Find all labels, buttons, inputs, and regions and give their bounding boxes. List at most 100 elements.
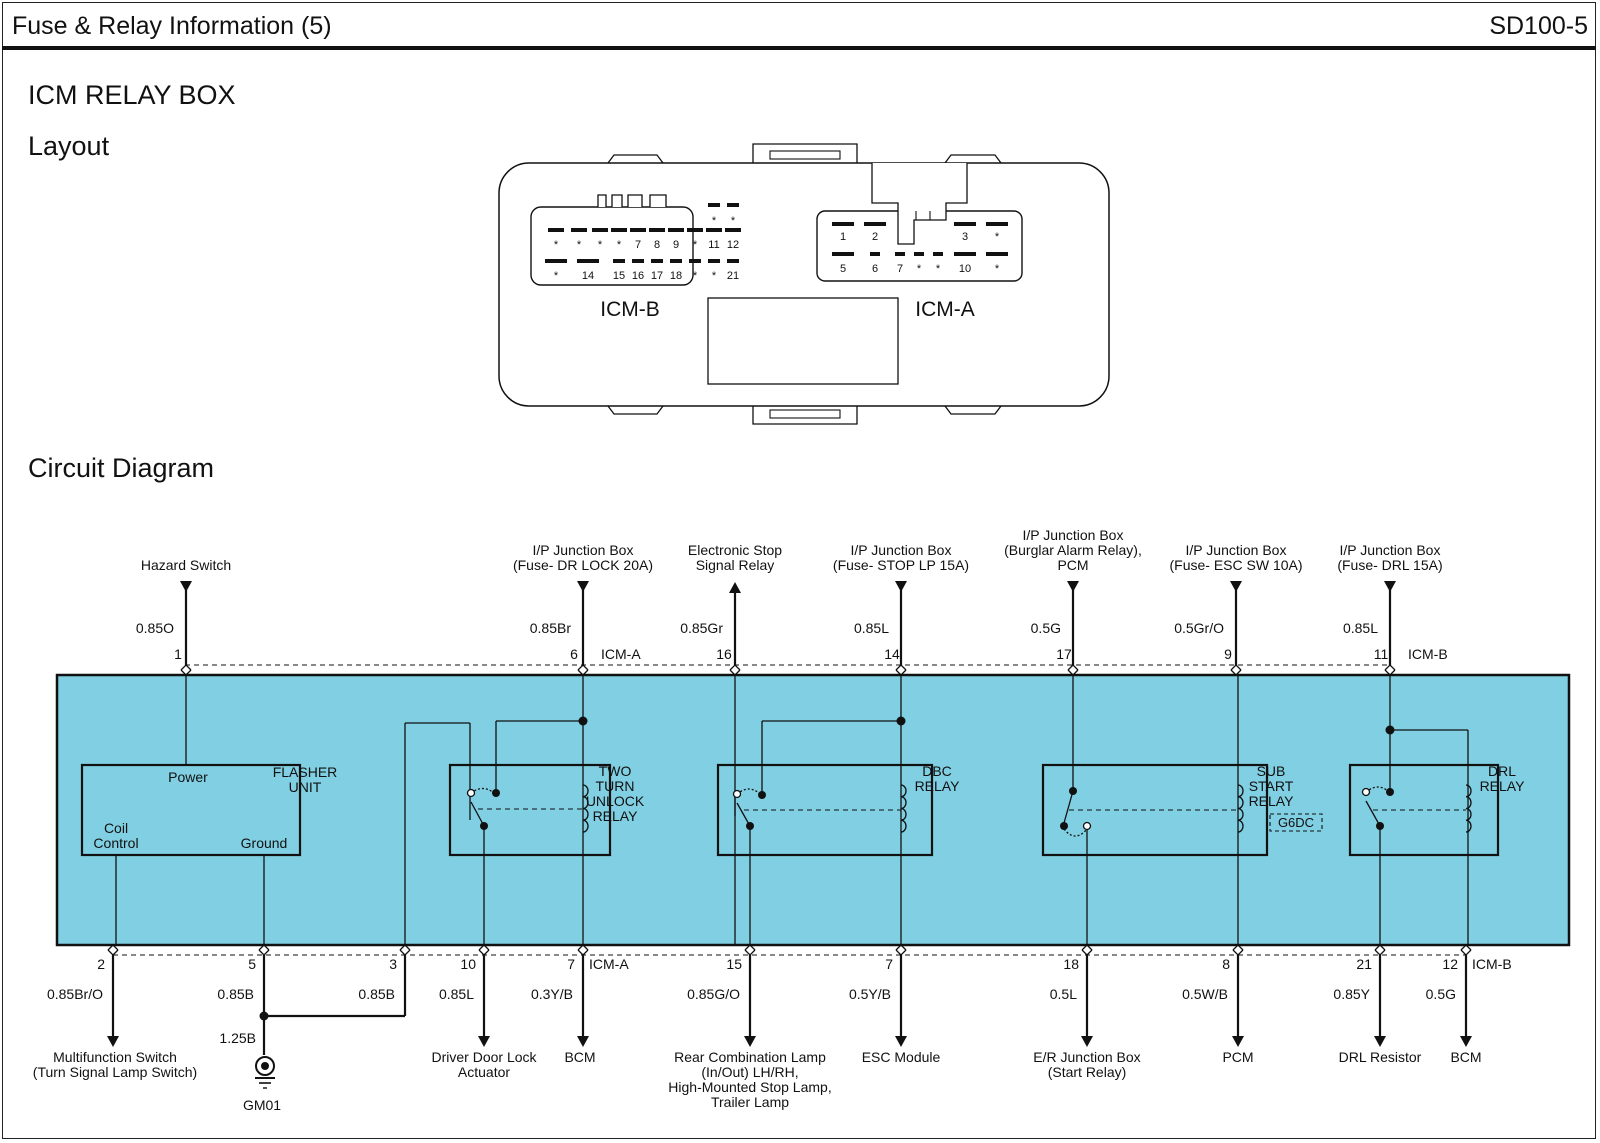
pin-number: * xyxy=(712,215,717,227)
connector-terminal-icon xyxy=(577,949,589,956)
pin-number: 18 xyxy=(670,270,682,282)
pin-number: 14 xyxy=(582,270,594,282)
destination-label: I/P Junction Box xyxy=(1023,527,1124,543)
relay-switch-arm xyxy=(1365,800,1381,827)
pin-number: 14 xyxy=(884,646,900,662)
destination-label: (Turn Signal Lamp Switch) xyxy=(33,1064,197,1080)
pin-number: 18 xyxy=(1063,956,1079,972)
relay-contact xyxy=(732,789,742,799)
pin-terminal xyxy=(954,222,976,226)
page-code: SD100-5 xyxy=(1489,12,1588,40)
pin-number: 1 xyxy=(840,231,846,243)
relay-contact-arc xyxy=(470,787,495,794)
destination-label: Hazard Switch xyxy=(141,557,231,573)
circuit-heading: Circuit Diagram xyxy=(28,453,215,483)
wire-spec: 1.25B xyxy=(219,1030,256,1046)
option-tag-box xyxy=(1269,813,1323,832)
layout-heading: Layout xyxy=(28,131,110,161)
pin-terminal xyxy=(630,228,646,232)
junction-dot xyxy=(259,1011,269,1021)
pin-number: * xyxy=(554,270,559,282)
arrow-down-icon xyxy=(1230,581,1242,592)
pin-terminal xyxy=(611,228,627,232)
relay-contact xyxy=(466,788,476,798)
wire-spec: 0.5Gr/O xyxy=(1174,620,1224,636)
destination-label: Multifunction Switch xyxy=(53,1049,177,1065)
pin-number: 7 xyxy=(885,956,893,972)
pin-terminal xyxy=(548,228,564,232)
pin-number: 10 xyxy=(959,263,971,275)
junction-dot xyxy=(1386,788,1394,796)
relay-switch-arm xyxy=(470,801,485,827)
pin-number: 8 xyxy=(654,239,660,251)
wire-spec: 0.5G xyxy=(1426,986,1456,1002)
pin-terminal xyxy=(545,259,567,263)
destination-label: (Start Relay) xyxy=(1048,1064,1127,1080)
connector-terminal-icon xyxy=(1374,949,1386,956)
arrow-down-icon xyxy=(895,581,907,592)
connector-terminal-icon xyxy=(399,949,411,956)
pin-number: 6 xyxy=(872,263,878,275)
destination-label: Electronic Stop xyxy=(688,542,782,558)
pin-terminal xyxy=(592,228,608,232)
mount-clip xyxy=(607,154,664,164)
wire-spec: 0.85Y xyxy=(1333,986,1370,1002)
arrow-down-icon xyxy=(1384,581,1396,592)
destination-label: PCM xyxy=(1057,557,1088,573)
pin-number: 6 xyxy=(570,646,578,662)
pin-number: 2 xyxy=(872,231,878,243)
flasher-unit-label: FLASHER xyxy=(273,764,338,780)
connector-terminal-icon xyxy=(729,664,741,671)
destination-label: (In/Out) LH/RH, xyxy=(701,1064,798,1080)
connector-name: ICM-B xyxy=(1472,956,1512,972)
wire-spec: 0.85B xyxy=(217,986,254,1002)
pin-terminal xyxy=(933,252,943,256)
pin-terminal xyxy=(727,203,739,207)
relay-coil-icon xyxy=(900,784,907,833)
destination-label: ESC Module xyxy=(862,1049,941,1065)
pin-terminal xyxy=(577,259,599,263)
wire-spec: 0.85Br/O xyxy=(47,986,103,1002)
pin-terminal xyxy=(832,252,854,256)
relay-box xyxy=(1348,763,1500,857)
wire-spec: 0.85L xyxy=(439,986,474,1002)
pin-terminal xyxy=(832,222,854,226)
pin-number: 9 xyxy=(673,239,679,251)
pin-number: * xyxy=(554,239,559,251)
page-title: Fuse & Relay Information (5) xyxy=(12,12,332,40)
mount-clip xyxy=(607,405,664,415)
relay-contact-arc xyxy=(1365,786,1390,793)
destination-label: I/P Junction Box xyxy=(533,542,634,558)
pin-number: 21 xyxy=(1356,956,1372,972)
bracket-slot xyxy=(769,409,841,419)
pin-terminal xyxy=(651,259,663,263)
relay-contact-arc xyxy=(736,788,761,795)
connector-terminal-icon xyxy=(577,664,589,671)
pin-number: * xyxy=(731,215,736,227)
pin-number: 17 xyxy=(1056,646,1072,662)
pin-number: 12 xyxy=(1442,956,1458,972)
flasher-unit-label: UNIT xyxy=(289,779,322,795)
pin-terminal xyxy=(986,252,1008,256)
relay-box xyxy=(448,763,612,857)
flasher-ground-label: Ground xyxy=(241,835,288,851)
connector-terminal-icon xyxy=(107,949,119,956)
destination-label: (Fuse- ESC SW 10A) xyxy=(1169,557,1302,573)
pin-number: * xyxy=(936,263,941,275)
destination-label: BCM xyxy=(564,1049,595,1065)
pin-number: 15 xyxy=(726,956,742,972)
destination-label: E/R Junction Box xyxy=(1033,1049,1140,1065)
wire-spec: 0.85O xyxy=(136,620,174,636)
pin-number: 11 xyxy=(708,239,719,251)
pin-terminal xyxy=(895,252,905,256)
destination-label: PCM xyxy=(1222,1049,1253,1065)
relay-label: START xyxy=(1249,778,1294,794)
pin-terminal xyxy=(670,259,682,263)
wire-spec: 0.5Y/B xyxy=(849,986,891,1002)
wire-spec: 0.3Y/B xyxy=(531,986,573,1002)
destination-label: Actuator xyxy=(458,1064,510,1080)
ground-icon xyxy=(261,1062,269,1070)
relay-label: DBC xyxy=(922,763,952,779)
